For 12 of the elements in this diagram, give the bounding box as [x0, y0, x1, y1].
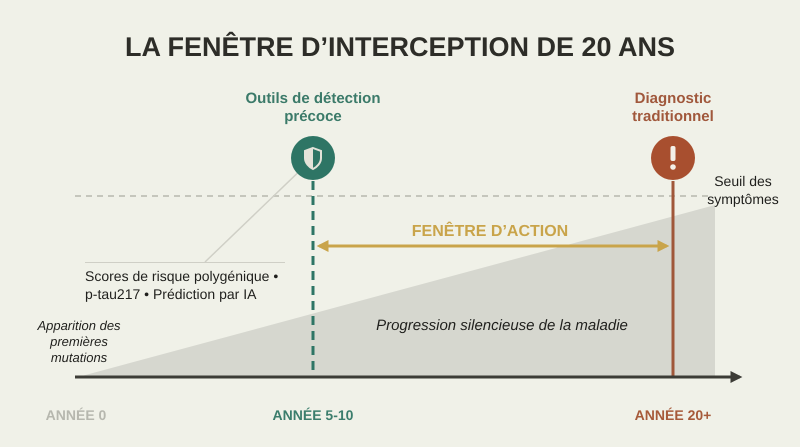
threshold-label: Seuil des symptômes [706, 172, 780, 208]
leader-line [204, 172, 298, 263]
callout-text: Scores de risque polygénique • p-tau217 • Prédiction par IA [85, 262, 285, 303]
milestone-heading: Diagnostic traditionnel [631, 90, 715, 126]
axis-tick-label: ANNÉE 20+ [634, 406, 712, 424]
axis-tick-label: ANNÉE 0 [46, 406, 106, 424]
start-label: Apparition des premières mutations [36, 318, 122, 366]
window-label: FENÊTRE D’ACTION [412, 222, 568, 242]
milestone-heading: Outils de détection précoce [244, 90, 382, 126]
area-label: Progression silencieuse de la maladie [376, 316, 628, 335]
axis-tick-label: ANNÉE 5-10 [272, 406, 354, 424]
title: LA FENÊTRE D’INTERCEPTION DE 20 ANS [124, 31, 676, 63]
